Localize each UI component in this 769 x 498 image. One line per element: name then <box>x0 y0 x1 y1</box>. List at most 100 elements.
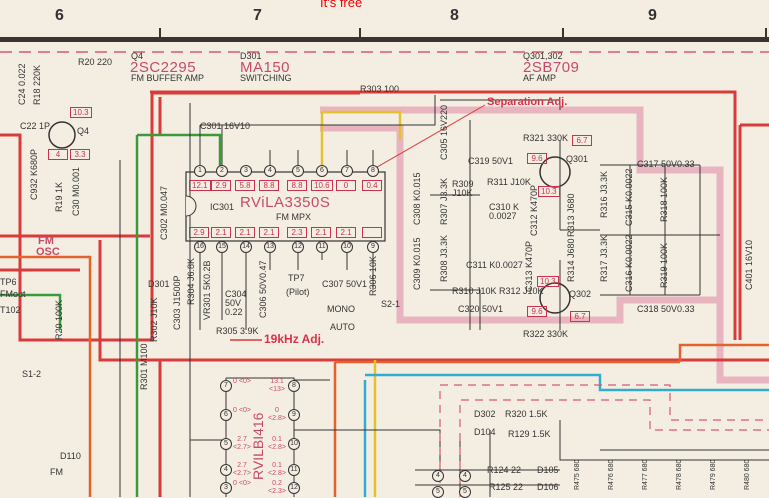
component-label: R309 J10K <box>452 179 474 198</box>
component-label: R129 1.5K <box>508 429 551 439</box>
voltage-label: 0 <0> <box>233 407 251 414</box>
component-label: C24 0.022 <box>17 63 27 105</box>
voltage-box: 2.1 <box>235 227 255 238</box>
voltage-label: 0 <2.8> <box>268 407 286 422</box>
component-label: R304 J6.8K <box>186 257 196 305</box>
voltage-box: 2.9 <box>189 227 209 238</box>
component-label: C306 50V0.47 <box>258 260 268 318</box>
voltage-box: 4 <box>48 149 68 160</box>
component-label: R125 22 <box>489 482 524 492</box>
component-label: R20 220 <box>78 57 113 67</box>
voltage-box: 10.3 <box>70 107 92 118</box>
component-label: C320 50V1 <box>458 304 504 314</box>
column-number: 8 <box>450 7 459 24</box>
header-ref: Q4 <box>131 51 144 61</box>
ic301-pin: 2 <box>216 165 228 177</box>
voltage-box: 3.3 <box>70 149 90 160</box>
component-label: C304 50V 0.22 <box>225 289 247 317</box>
ic301-pin: 8 <box>367 165 379 177</box>
fm-osc-label: OSC <box>36 246 60 258</box>
component-label: R311 J10K <box>487 177 531 187</box>
component-label: C310 K 0.0027 <box>489 202 520 221</box>
component-label: C303 J1500P <box>172 275 182 330</box>
header-ref: Q301,302 <box>523 51 563 61</box>
ic-pin: 4 <box>220 464 232 476</box>
component-label: C308 K0.015 <box>412 172 422 225</box>
q4-label: Q4 <box>77 126 90 136</box>
component-label: D106 <box>537 482 559 492</box>
switch-auto-label: AUTO <box>330 322 355 332</box>
ic301-pin: 16 <box>194 241 206 253</box>
header-func: FM BUFFER AMP <box>131 73 205 83</box>
ic301-pin: 9 <box>367 241 379 253</box>
voltage-label: 0.1 <2.8> <box>268 436 286 451</box>
component-label: R306 10K <box>368 255 378 296</box>
component-label: R303 100 <box>360 84 400 94</box>
q301-transistor-symbol <box>539 156 571 188</box>
component-label: R318 100K <box>659 176 669 222</box>
voltage-box: 9.6 <box>527 306 547 317</box>
voltage-box: 10.3 <box>537 276 559 287</box>
connector-pin: 5 <box>432 486 444 498</box>
voltage-label: 0 <0> <box>233 480 251 487</box>
ic301-pin: 4 <box>264 165 276 177</box>
q301-label: Q301 <box>566 154 589 164</box>
connector-pin: 5 <box>459 486 471 498</box>
component-label: VR301 5K0.2B <box>202 260 212 320</box>
ic-pin: 9 <box>288 409 300 421</box>
voltage-box: 2.1 <box>336 227 356 238</box>
component-label: C309 K0.015 <box>412 237 422 290</box>
tp7-label: TP7 <box>288 273 305 283</box>
component-label: C401 16V10 <box>744 239 754 290</box>
component-label: FMout <box>0 289 26 299</box>
component-label: C305 16V220 <box>439 104 449 160</box>
ic301-pin: 14 <box>240 241 252 253</box>
header-part: 2SB709 <box>523 59 580 76</box>
19khz-adj-label: 19kHz Adj. <box>264 332 325 346</box>
ic301-func: FM MPX <box>276 212 311 222</box>
component-label: R307 J3.3K <box>439 177 449 225</box>
header-part: 2SC2295 <box>130 59 197 76</box>
switch-label: S2-1 <box>381 299 401 309</box>
led-resistor-label: R480 680 <box>744 459 751 490</box>
component-label: C317 50V0.33 <box>637 159 695 169</box>
component-label: D105 <box>537 465 559 475</box>
component-label: C301 16V10 <box>200 121 251 131</box>
component-label: C319 50V1 <box>468 156 514 166</box>
header-part: MA150 <box>240 59 291 76</box>
voltage-box: 6.7 <box>572 135 592 146</box>
component-label: R301 M100 <box>139 343 149 390</box>
ic-ba1416-part: RVILBI416 <box>250 412 266 480</box>
component-label: R18 220K <box>32 64 42 105</box>
voltage-box: 2.9 <box>211 180 231 191</box>
header-ref: D301 <box>240 51 262 61</box>
ic301-ref: IC301 <box>210 202 235 212</box>
component-label: R319 100K <box>659 242 669 288</box>
component-label: S1-2 <box>22 369 42 379</box>
q302-transistor-symbol <box>539 282 571 314</box>
ic301-pin: 3 <box>240 165 252 177</box>
voltage-box: 8.8 <box>287 180 307 191</box>
component-label: C22 1P <box>20 121 51 131</box>
voltage-box: 0 <box>336 180 356 191</box>
ic301-pin: 10 <box>341 241 353 253</box>
voltage-label: 13.1 <13> <box>269 378 285 393</box>
component-label: R19 1K <box>54 181 64 212</box>
connector-pin: 4 <box>459 470 471 482</box>
component-label: D104 <box>474 427 496 437</box>
switch-mono-label: MONO <box>327 304 355 314</box>
voltage-label: 2.7 <2.7> <box>233 436 251 451</box>
component-label: C311 K0.0027 <box>466 260 523 270</box>
ic-pin: 10 <box>288 438 300 450</box>
voltage-box: 12.1 <box>189 180 211 191</box>
component-label: R308 J3.3K <box>439 234 449 282</box>
voltage-box: 6.7 <box>570 311 590 322</box>
component-label: R302 J10K <box>149 297 159 342</box>
component-label: D301 <box>148 279 170 289</box>
voltage-box <box>362 227 382 238</box>
component-label: C30 M0.001 <box>71 166 81 216</box>
voltage-box: 0.4 <box>362 180 382 191</box>
ic301-pin: 15 <box>216 241 228 253</box>
component-label: R312 J10K <box>499 286 544 296</box>
led-resistor-label: R475 680 <box>574 459 581 490</box>
